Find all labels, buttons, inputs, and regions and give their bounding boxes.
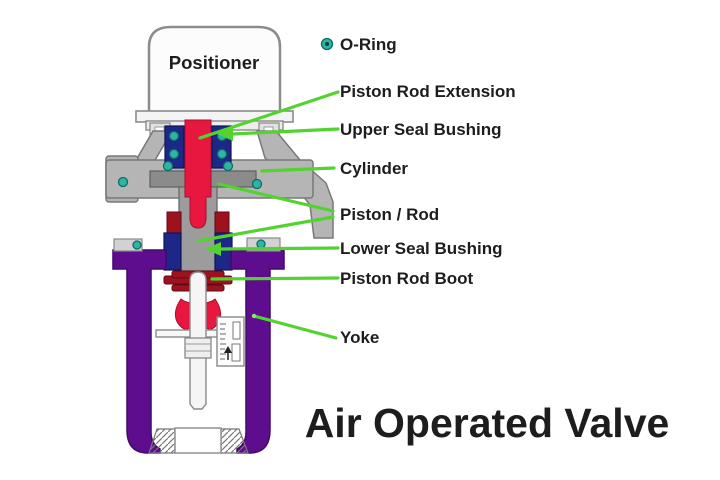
cylinder-body-group xyxy=(105,130,334,272)
callout-line-piston-rod-boot xyxy=(210,276,340,281)
piston-flange-left xyxy=(166,211,182,235)
label-piston-rod-boot: Piston Rod Boot xyxy=(340,269,473,288)
callout-lines-group xyxy=(196,90,340,340)
piston-flange-right xyxy=(214,211,230,235)
label-cylinder: Cylinder xyxy=(340,159,408,178)
o-rings-group xyxy=(117,130,263,190)
callout-line-lower-seal-bushing xyxy=(219,246,340,251)
o-ring-icon xyxy=(117,176,129,188)
callout-arrow-icon xyxy=(205,242,221,256)
label-o-ring: O-Ring xyxy=(340,35,397,54)
page-title: Air Operated Valve xyxy=(305,400,670,446)
label-piston-rod-extension: Piston Rod Extension xyxy=(340,82,516,101)
callout-arrow-icon xyxy=(217,127,233,141)
callout-line-yoke xyxy=(252,314,338,340)
o-ring-icon xyxy=(222,160,234,172)
label-lower-seal-bushing: Lower Seal Bushing xyxy=(340,239,502,258)
labels-group: O-Ring Piston Rod Extension Upper Seal B… xyxy=(320,35,516,347)
indicator-arrow-icon xyxy=(224,346,232,353)
stem-plate xyxy=(155,329,219,338)
o-ring-icon xyxy=(216,148,228,160)
yoke-hatch-left xyxy=(148,428,176,454)
o-ring-icon xyxy=(168,130,180,142)
positioner-housing xyxy=(147,25,282,114)
travel-indicator-plate xyxy=(216,316,245,367)
label-piston-rod: Piston / Rod xyxy=(340,205,439,224)
stem-group xyxy=(155,270,245,410)
callout-line-rod xyxy=(196,215,335,243)
o-ring-legend-icon-center xyxy=(325,42,329,46)
rod-and-bushings-group xyxy=(163,119,233,271)
indicator-slot xyxy=(232,321,241,340)
callout-line-upper-seal-bushing xyxy=(231,127,340,136)
callout-line-piston xyxy=(217,182,335,213)
o-ring-icon xyxy=(251,178,263,190)
callout-line-cylinder xyxy=(260,166,336,173)
bonnet-opening xyxy=(174,427,222,454)
indicator-slot xyxy=(231,343,241,362)
o-ring-icon xyxy=(168,148,180,160)
positioner-group: Positioner xyxy=(135,25,294,137)
label-upper-seal-bushing: Upper Seal Bushing xyxy=(340,120,502,139)
o-ring-icon xyxy=(256,239,266,249)
positioner-label: Positioner xyxy=(169,52,259,73)
piston-rod-extension xyxy=(184,119,212,229)
stem-nut xyxy=(184,337,212,359)
callout-endpoint-dot xyxy=(251,313,257,319)
o-ring-icon xyxy=(162,160,174,172)
label-yoke: Yoke xyxy=(340,328,379,347)
yoke-left-leg xyxy=(112,249,167,454)
o-ring-icon xyxy=(132,240,142,250)
indicator-scale-ticks xyxy=(220,323,226,360)
callout-line-piston-rod-extension xyxy=(198,90,340,140)
yoke-hatch-right xyxy=(220,428,249,454)
